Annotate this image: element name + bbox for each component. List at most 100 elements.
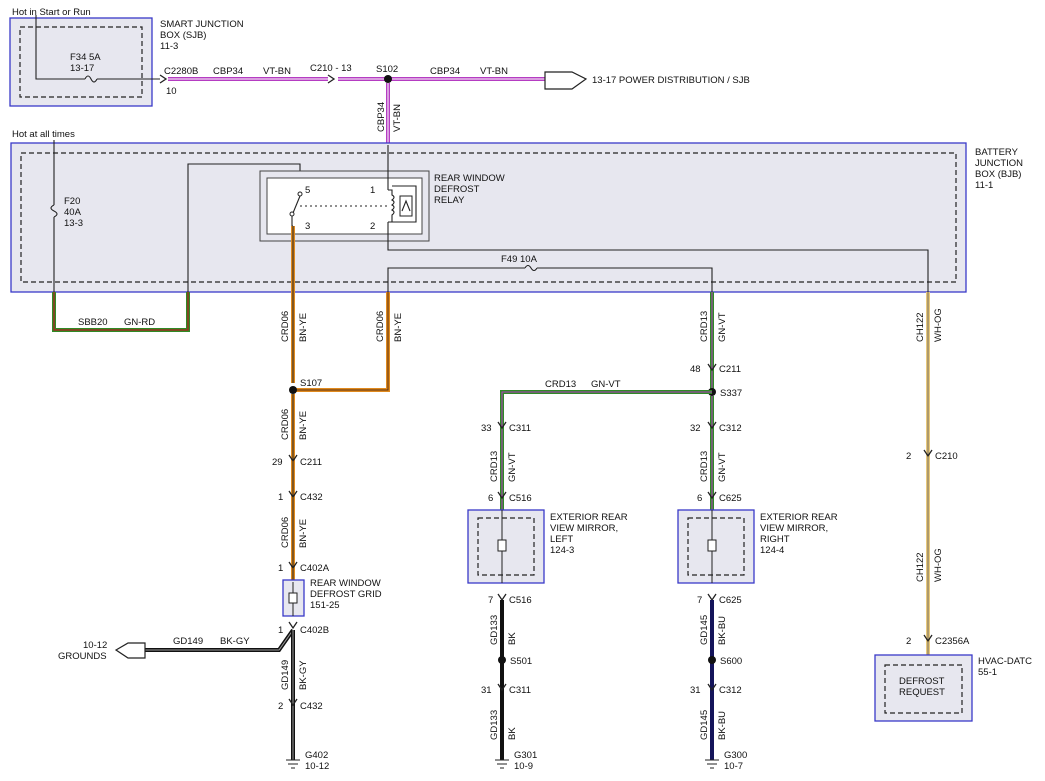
connector-c210-right-icon[interactable] [923, 449, 933, 458]
wire-label-crd13-h: CRD13 [545, 379, 576, 390]
connector-c625-lower-pin: 7 [697, 595, 702, 606]
hot-at-all-times-label: Hot at all times [12, 129, 75, 140]
mirror-right-label-line3: RIGHT [760, 534, 790, 545]
connector-c516-lower-icon[interactable] [497, 593, 507, 602]
relay-switch-contact [292, 195, 301, 214]
splice-s600[interactable] [708, 656, 716, 664]
connector-c402b-icon[interactable] [288, 621, 298, 630]
connector-c2356a-icon[interactable] [923, 634, 933, 643]
connector-c211-label: C211 [300, 457, 322, 468]
wire-label-bn-ye-d: BN-YE [298, 519, 309, 548]
splice-s107[interactable] [289, 386, 297, 394]
wire-label-crd06-d: CRD06 [280, 517, 291, 548]
hot-in-start-run-label: Hot in Start or Run [12, 7, 91, 18]
rear-window-defrost-grid[interactable] [282, 579, 305, 617]
wire-label-wh-og-a: WH-OG [933, 308, 944, 342]
connector-c311-lower-icon[interactable] [497, 683, 507, 692]
splice-s102-label: S102 [376, 64, 398, 75]
wire-crd06-f49-branch[interactable] [293, 292, 390, 392]
wire-label-bk-a: BK [507, 632, 518, 645]
wire-label-crd06-b: CRD06 [375, 311, 386, 342]
splice-s501[interactable] [498, 656, 506, 664]
connector-c432-lower-icon[interactable] [288, 698, 298, 707]
wire-crd13-left-branch[interactable] [500, 390, 712, 515]
ground-g301-ref: 10-9 [514, 761, 533, 772]
mirror-left-label-line3: LEFT [550, 534, 573, 545]
mirror-right-label-line1: EXTERIOR REAR [760, 512, 838, 523]
connector-c312-label: C312 [719, 423, 742, 434]
mirror-right-label-line2: VIEW MIRROR, [760, 523, 828, 534]
fuse-f20-label: F20 [64, 196, 80, 207]
wire-label-bn-ye-c: BN-YE [298, 411, 309, 440]
defrost-request-line1: DEFROST [899, 676, 945, 687]
fuse-f20-icon[interactable] [50, 204, 58, 218]
bjb-name-line2: JUNCTION [975, 158, 1023, 169]
splice-s337-label: S337 [720, 388, 742, 399]
mirror-left-label-line2: VIEW MIRROR, [550, 523, 618, 534]
connector-c625-lower-label: C625 [719, 595, 742, 606]
wire-label-bk-bu-a: BK-BU [717, 616, 728, 645]
connector-c311-pin: 33 [481, 423, 492, 434]
ground-g301-label: G301 [514, 750, 537, 761]
connector-c211-right-icon[interactable] [707, 363, 717, 372]
wire-label-bk-bu-b: BK-BU [717, 711, 728, 740]
connector-c432-icon[interactable] [288, 490, 298, 499]
mirror-left-ref: 124-3 [550, 545, 574, 556]
connector-c516-icon[interactable] [497, 491, 507, 500]
power-distribution-arrow[interactable] [544, 71, 588, 90]
rear-window-defrost-relay[interactable] [259, 170, 430, 242]
wire-label-cbp34-vertical: CBP34 [376, 102, 387, 132]
wire-gd149-grounds[interactable] [145, 628, 295, 652]
exterior-mirror-left[interactable] [467, 509, 545, 584]
connector-c311-label: C311 [509, 423, 531, 434]
connector-c402a-pin: 1 [278, 563, 283, 574]
hvac-module-ref: 55-1 [978, 667, 997, 678]
connector-c2280b-pin: 10 [166, 86, 177, 97]
connector-c211-pin: 29 [272, 457, 283, 468]
defrost-request-line2: REQUEST [899, 687, 945, 698]
wire-label-gn-vt-b: GN-VT [507, 452, 518, 482]
grounds-ref: 10-12 [83, 640, 107, 651]
hvac-datc-module[interactable] [874, 654, 973, 722]
wire-label-gn-vt-h: GN-VT [591, 379, 621, 390]
ground-g402-label: G402 [305, 750, 328, 761]
fuse-f34-icon[interactable] [84, 75, 98, 83]
connector-c516-lower-pin: 7 [488, 595, 493, 606]
relay-label-line2: DEFROST [434, 184, 480, 195]
wire-label-gd149-h: GD149 [173, 636, 203, 647]
connector-c516-pin: 6 [488, 493, 493, 504]
connector-c625-label: C625 [719, 493, 742, 504]
connector-c625-lower-icon[interactable] [707, 593, 717, 602]
wire-label-gd133-b: GD133 [489, 710, 500, 740]
wire-label-bn-ye-a: BN-YE [298, 313, 309, 342]
smart-junction-box[interactable] [9, 17, 153, 107]
ground-g300-label: G300 [724, 750, 747, 761]
connector-c625-icon[interactable] [707, 491, 717, 500]
relay-diode-icon [401, 199, 411, 212]
connector-c311-icon[interactable] [497, 421, 507, 430]
wire-label-gd149-v: GD149 [280, 660, 291, 690]
wire-label-crd13-a: CRD13 [699, 311, 710, 342]
wire-sbb20-gn-rd[interactable] [52, 292, 190, 332]
connector-c402a-icon[interactable] [288, 561, 298, 570]
grounds-arrow[interactable] [114, 642, 146, 659]
exterior-mirror-right[interactable] [677, 509, 755, 584]
fuse-f49-icon[interactable] [524, 264, 538, 272]
connector-c2280b-icon[interactable] [159, 74, 168, 84]
connector-c402b-label: C402B [300, 625, 329, 636]
connector-c211-right-label: C211 [719, 364, 741, 375]
mirror-right-ref: 124-4 [760, 545, 784, 556]
relay-pin-3: 3 [305, 221, 310, 232]
connector-c432-pin: 1 [278, 492, 283, 503]
connector-c210-icon[interactable] [327, 74, 336, 84]
connector-c312-icon[interactable] [707, 421, 717, 430]
relay-pin-2: 2 [370, 221, 375, 232]
splice-s102[interactable] [384, 75, 392, 83]
connector-c516-lower-label: C516 [509, 595, 532, 606]
wire-label-bk-gy-h: BK-GY [220, 636, 250, 647]
connector-c211-icon[interactable] [288, 454, 298, 463]
fuse-f20-ref: 13-3 [64, 218, 83, 229]
fuse-f20-amp: 40A [64, 207, 82, 218]
connector-c312-lower-icon[interactable] [707, 683, 717, 692]
battery-junction-box[interactable] [10, 142, 967, 293]
